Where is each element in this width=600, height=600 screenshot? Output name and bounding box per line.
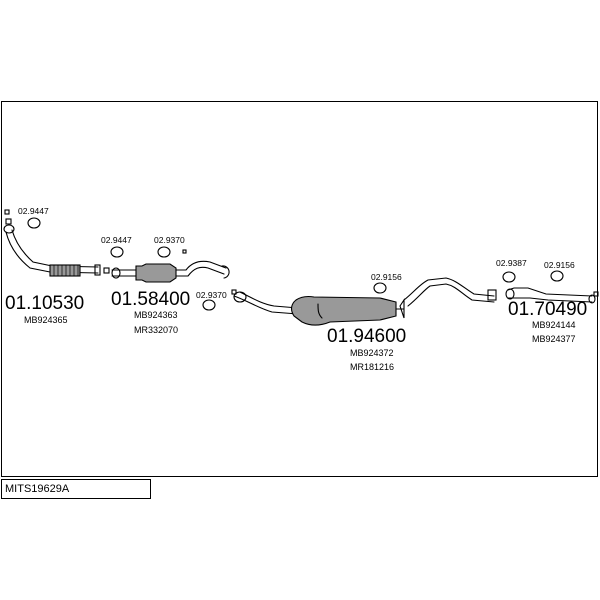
fitting-icons	[4, 209, 599, 311]
part-number: 01.10530	[5, 293, 84, 314]
fitting-label: 02.9447	[101, 235, 132, 245]
clamp-icon	[231, 289, 237, 295]
part-number: 01.94600	[327, 326, 406, 347]
fitting-label: 02.9156	[544, 260, 575, 270]
clamp-icon	[103, 267, 110, 274]
fitting-label: 02.9156	[371, 272, 402, 282]
clamp-icon	[4, 209, 10, 215]
fitting-label: 02.9447	[18, 206, 49, 216]
part-number: 01.70490	[508, 299, 587, 320]
fitting-label: 02.9370	[196, 290, 227, 300]
oem-number: MR332070	[134, 325, 178, 335]
gasket-icon	[157, 246, 171, 258]
part-number: 01.58400	[111, 289, 190, 310]
gasket-icon	[110, 246, 124, 258]
centre-pipe[interactable]	[111, 260, 230, 283]
oem-number: MB924377	[532, 334, 576, 344]
oem-number: MB924144	[532, 320, 576, 330]
clamp-icon	[182, 249, 187, 254]
clamp-icon	[593, 291, 599, 297]
oem-number: MB924363	[134, 310, 178, 320]
fitting-label: 02.9370	[154, 235, 185, 245]
diagram-frame	[1, 101, 598, 477]
tail-pipe[interactable]	[403, 277, 596, 307]
drawing-reference: MITS19629A	[1, 479, 151, 499]
clamp-icon	[5, 218, 12, 225]
gasket-icon	[202, 299, 216, 311]
fitting-label: 02.9387	[496, 258, 527, 268]
gasket-icon	[550, 270, 564, 282]
rear-silencer[interactable]	[291, 295, 405, 326]
gasket-icon	[502, 271, 516, 283]
oem-number: MR181216	[350, 362, 394, 372]
intermediate-pipe[interactable]	[233, 291, 299, 315]
oem-number: MB924372	[350, 348, 394, 358]
gasket-icon	[27, 217, 41, 229]
oem-number: MB924365	[24, 315, 68, 325]
gasket-icon	[373, 282, 387, 294]
front-pipe[interactable]	[3, 224, 101, 277]
